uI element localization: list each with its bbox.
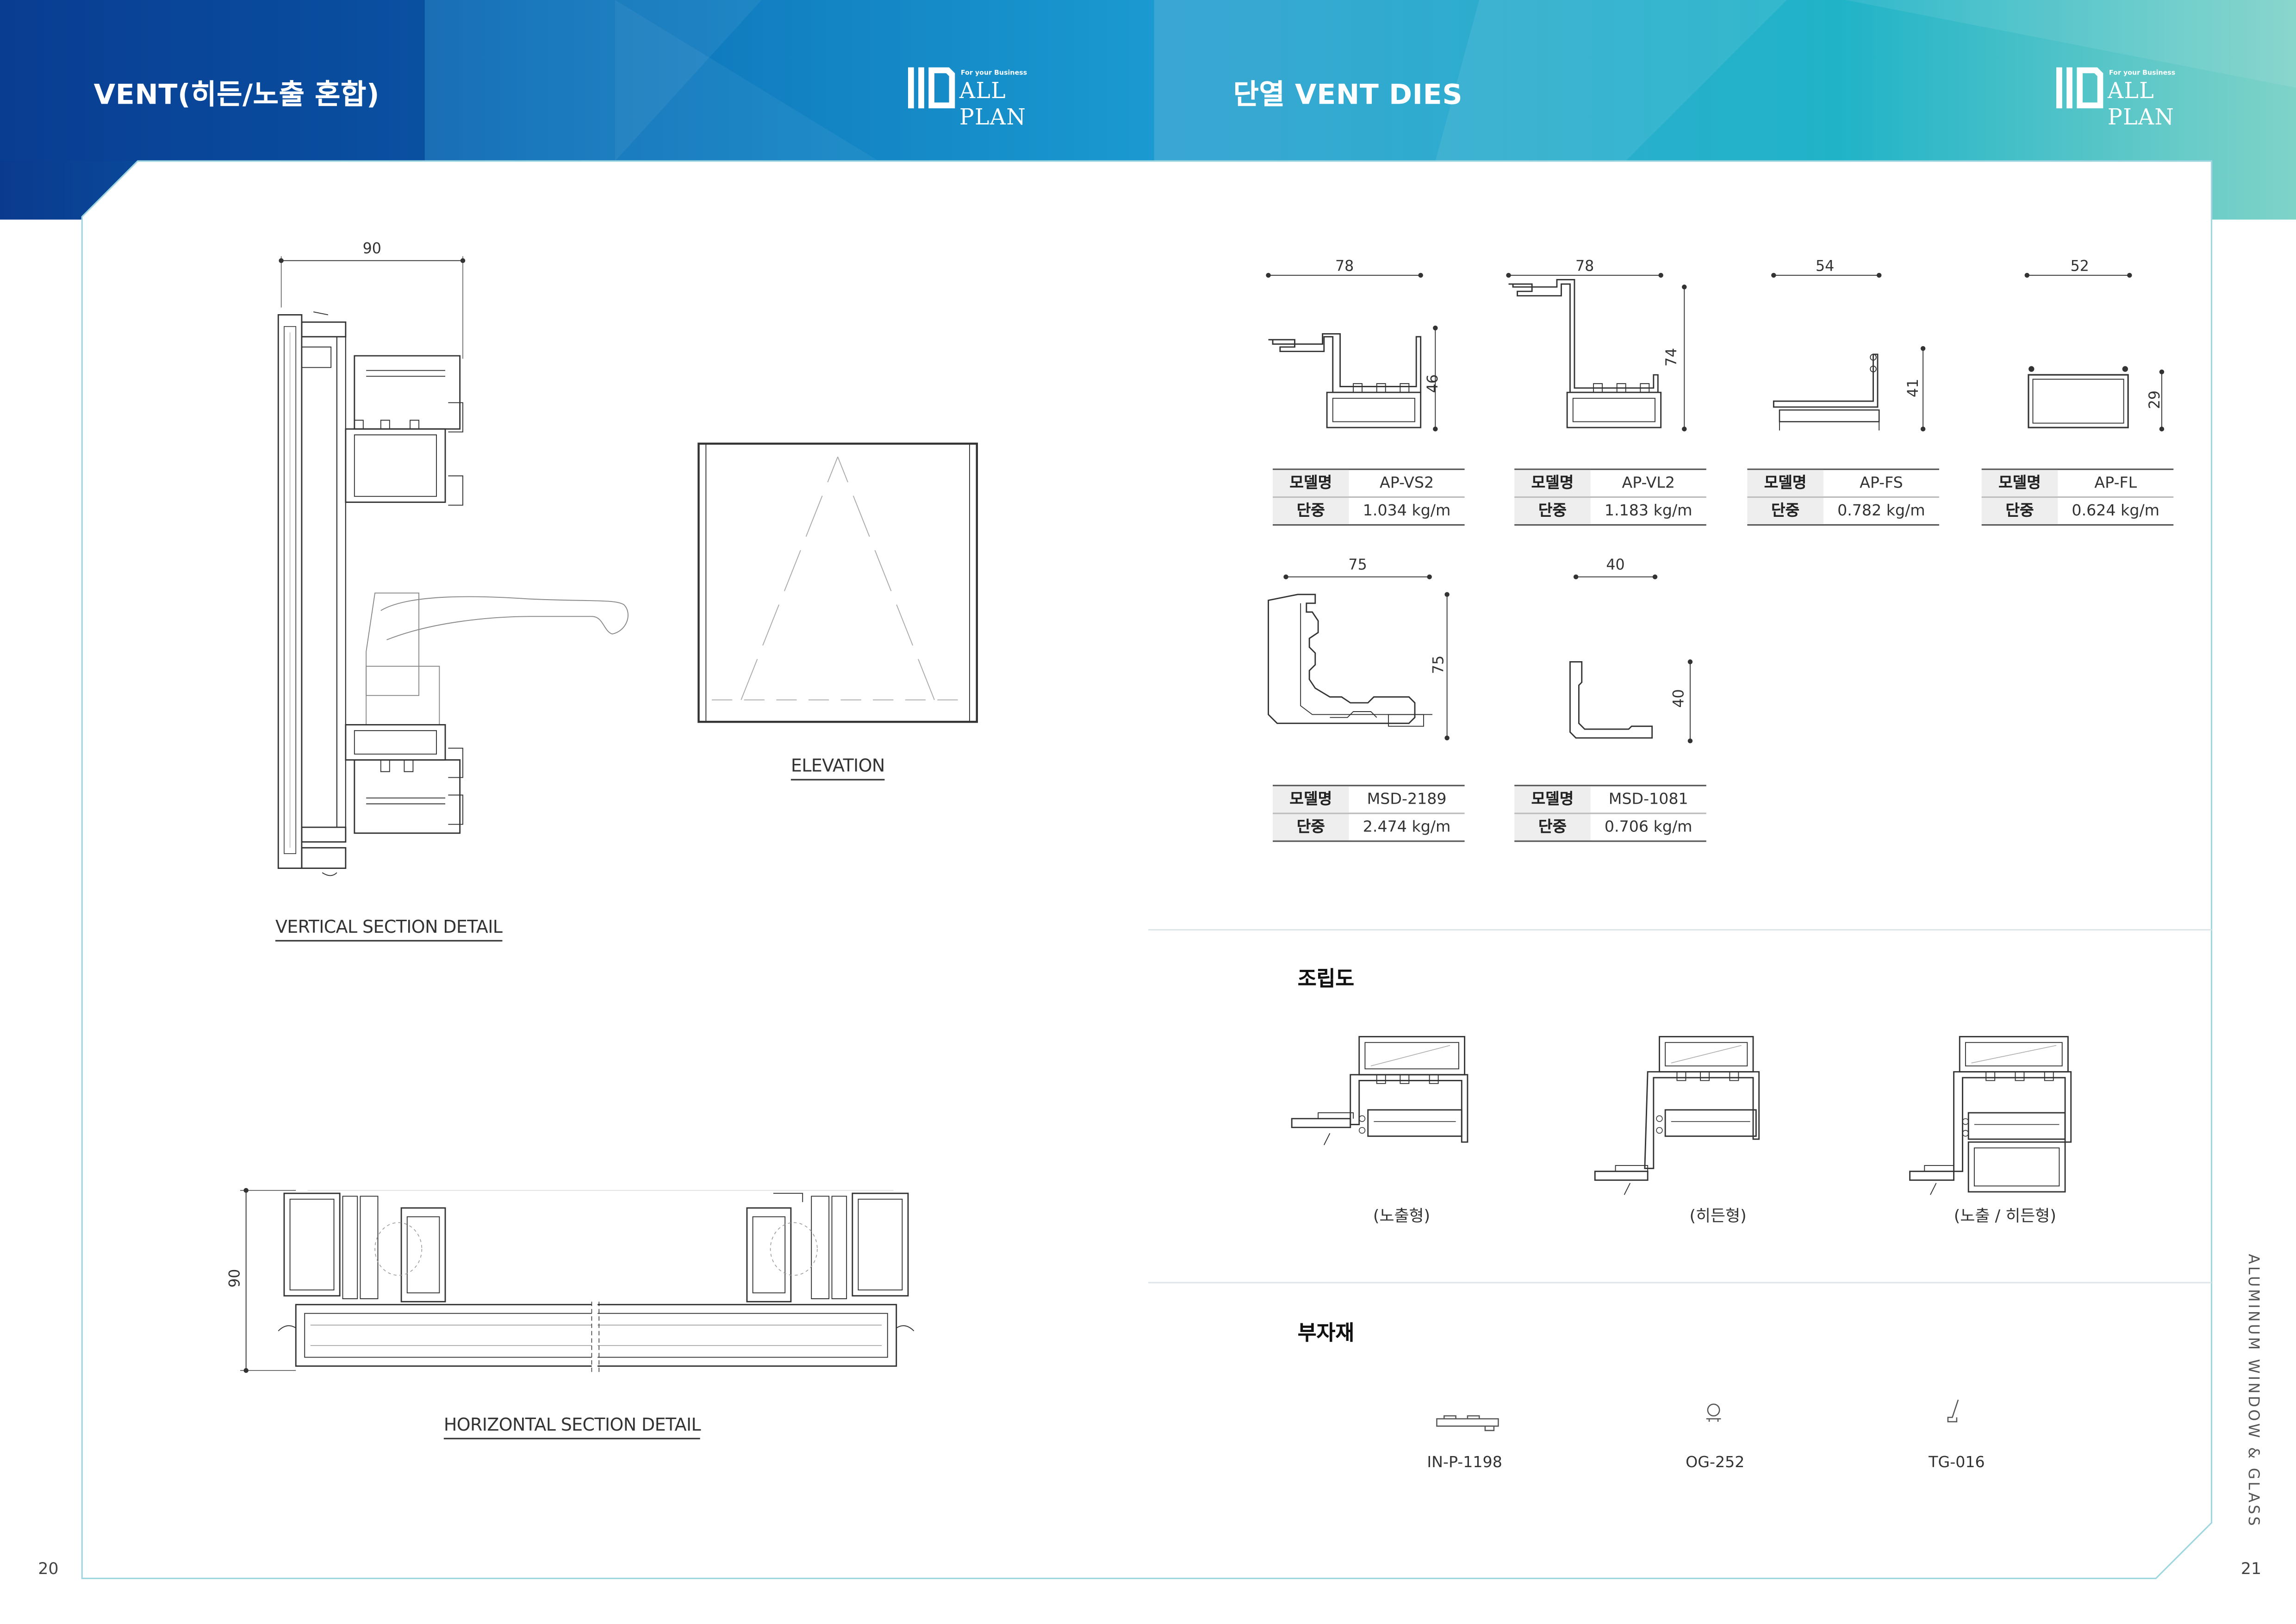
vertical-section-drawing xyxy=(264,242,645,886)
horizontal-section-caption: HORIZONTAL SECTION DETAIL xyxy=(443,1414,701,1439)
assembly-mixed-caption: (노출 / 히든형) xyxy=(1954,1206,2056,1226)
profile-ap-vs2-drawing xyxy=(1260,264,1450,440)
accessory-in-p-1198-label: IN-P-1198 xyxy=(1427,1454,1502,1472)
accessories-section-title: 부자재 xyxy=(1297,1322,1355,1346)
profile-ap-vl2-drawing xyxy=(1500,264,1705,440)
profile-msd-2189-spec: 모델명 MSD-2189 단중 2.474 kg/m xyxy=(1273,785,1465,842)
spec-model-label: 모델명 xyxy=(1747,470,1823,496)
profile-ap-vs2-spec: 모델명 AP-VS2 단중 1.034 kg/m xyxy=(1273,468,1465,526)
profile-ap-fs-drawing xyxy=(1765,264,1941,440)
spec-model-value: AP-FL xyxy=(2094,474,2137,492)
assembly-exposed-caption: (노출형) xyxy=(1373,1206,1431,1226)
profile-msd-1081-spec: 모델명 MSD-1081 단중 0.706 kg/m xyxy=(1514,785,1706,842)
side-vertical-text: ALUMINUM WINDOW & GLASS xyxy=(2244,1254,2261,1528)
profile-ap-vl2-spec: 모델명 AP-VL2 단중 1.183 kg/m xyxy=(1514,468,1706,526)
spec-model-label: 모델명 xyxy=(1514,786,1591,813)
left-page-number: 20 xyxy=(38,1559,59,1579)
profile-ap-fl-height: 29 xyxy=(2147,390,2164,409)
assembly-exposed-drawing xyxy=(1289,1031,1479,1192)
spec-weight-label: 단중 xyxy=(1747,497,1823,524)
spec-model-label: 모델명 xyxy=(1273,786,1349,813)
profile-ap-fs-spec: 모델명 AP-FS 단중 0.782 kg/m xyxy=(1747,468,1939,526)
elevation-drawing xyxy=(697,442,978,724)
spec-weight-label: 단중 xyxy=(1273,814,1349,841)
gasket-in-p-1198-icon xyxy=(1435,1413,1500,1433)
profile-ap-vl2-width: 78 xyxy=(1575,259,1594,275)
horizontal-section-drawing xyxy=(220,1179,923,1384)
gasket-og-252-icon xyxy=(1702,1401,1725,1425)
profile-ap-vs2-width: 78 xyxy=(1335,259,1354,275)
assembly-section-title: 조립도 xyxy=(1297,967,1355,992)
left-page-title: VENT(히든/노출 혼합) xyxy=(93,79,380,112)
vertical-section-dim-width: 90 xyxy=(362,242,381,258)
spec-weight-value: 0.706 kg/m xyxy=(1604,818,1692,836)
profile-ap-vs2-height: 46 xyxy=(1425,374,1442,393)
spec-model-value: AP-VL2 xyxy=(1622,474,1675,492)
vertical-section-caption: VERTICAL SECTION DETAIL xyxy=(275,917,503,942)
spec-model-label: 모델명 xyxy=(1514,470,1591,496)
spec-weight-label: 단중 xyxy=(1273,497,1349,524)
right-page-number: 21 xyxy=(2240,1559,2262,1579)
left-logo: For your Business ALL PLAN xyxy=(907,62,1070,130)
logo-brand: ALL PLAN xyxy=(2107,77,2175,130)
profile-ap-fl-drawing xyxy=(2018,264,2194,440)
profile-msd-1081-drawing xyxy=(1561,568,1707,751)
right-page-title: 단열 VENT DIES xyxy=(1233,79,1463,112)
logo-brand: ALL PLAN xyxy=(959,77,1027,130)
spec-model-value: MSD-2189 xyxy=(1367,790,1447,808)
accessory-og-252-label: OG-252 xyxy=(1686,1454,1745,1472)
spec-weight-value: 1.034 kg/m xyxy=(1363,502,1451,520)
profile-msd-1081-height: 40 xyxy=(1672,689,1688,708)
right-logo: For your Business ALL PLAN xyxy=(2055,62,2219,130)
profile-ap-fl-width: 52 xyxy=(2070,259,2089,275)
allplan-logo-icon xyxy=(908,67,955,109)
elevation-caption: ELEVATION xyxy=(790,756,885,781)
spec-weight-label: 단중 xyxy=(1981,497,2058,524)
profile-ap-vl2-height: 74 xyxy=(1664,348,1681,367)
spec-model-value: AP-VS2 xyxy=(1380,474,1434,492)
assembly-hidden-drawing xyxy=(1589,1031,1780,1199)
spec-weight-value: 1.183 kg/m xyxy=(1604,502,1692,520)
spec-weight-label: 단중 xyxy=(1514,497,1591,524)
logo-tagline: For your Business xyxy=(2109,70,2176,78)
spec-weight-label: 단중 xyxy=(1514,814,1591,841)
gasket-tg-016-icon xyxy=(1943,1397,1967,1426)
profile-msd-2189-drawing xyxy=(1274,568,1464,751)
spec-model-label: 모델명 xyxy=(1981,470,2058,496)
spec-model-value: MSD-1081 xyxy=(1608,790,1688,808)
profile-ap-fs-height: 41 xyxy=(1906,378,1923,397)
spec-weight-value: 0.782 kg/m xyxy=(1837,502,1925,520)
spec-model-label: 모델명 xyxy=(1273,470,1349,496)
assembly-hidden-caption: (히든형) xyxy=(1689,1206,1747,1226)
logo-tagline: For your Business xyxy=(960,70,1027,78)
header-band xyxy=(0,0,2296,220)
profile-msd-2189-height: 75 xyxy=(1431,655,1448,674)
spec-weight-value: 2.474 kg/m xyxy=(1363,818,1451,836)
accessory-tg-016-label: TG-016 xyxy=(1929,1454,1985,1472)
spec-model-value: AP-FS xyxy=(1860,474,1903,492)
profile-ap-fl-spec: 모델명 AP-FL 단중 0.624 kg/m xyxy=(1981,468,2174,526)
profile-ap-fs-width: 54 xyxy=(1815,259,1835,275)
allplan-logo-icon xyxy=(2056,67,2103,109)
profile-msd-1081-width: 40 xyxy=(1606,558,1625,574)
assembly-mixed-drawing xyxy=(1904,1031,2094,1199)
profile-msd-2189-width: 75 xyxy=(1348,558,1367,574)
spec-weight-value: 0.624 kg/m xyxy=(2072,502,2160,520)
horizontal-section-dim-height: 90 xyxy=(228,1269,244,1288)
